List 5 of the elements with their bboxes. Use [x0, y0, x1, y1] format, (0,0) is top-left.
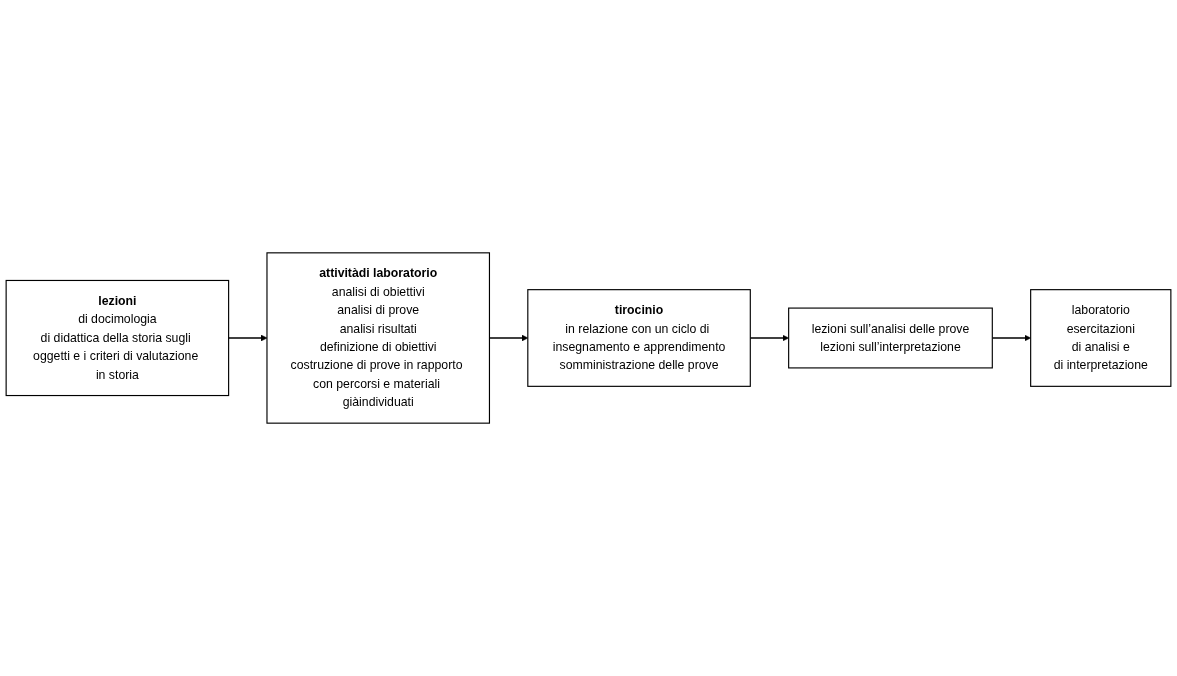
node-box: lezioni sull’analisi delle prove lezioni sull’interpretazione [788, 307, 993, 369]
node-box: lezioni di docimologia di didattica della storia sugli oggetti e i criteri di valutazione in storia [5, 279, 230, 397]
node-box: tirocinio in relazione con un ciclo di insegnamento e apprendimento somministrazione delle prove [527, 289, 751, 387]
node-box: laboratorio esercitazioni di analisi e di interpretazione [1030, 289, 1172, 387]
node-box: attivitàdi laboratorio analisi di obiettivi analisi di prove analisi risultati definizione di obiettivi costruzione di prove in rapporto con percorsi e materiali giàindividuati [266, 252, 491, 424]
